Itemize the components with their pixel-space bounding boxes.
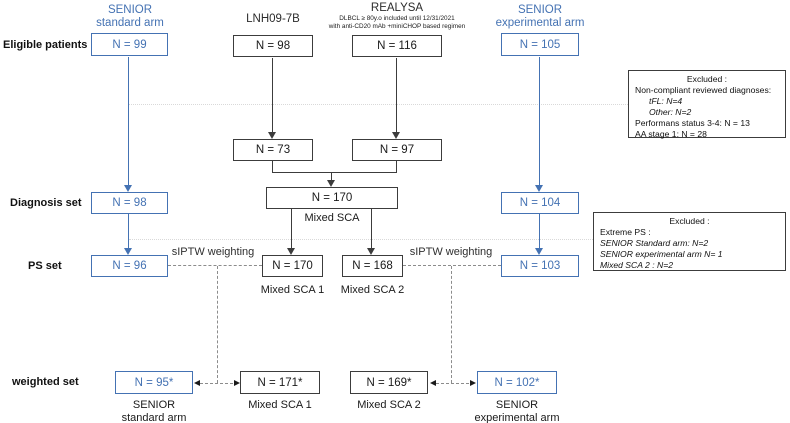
row-label-eligible: Eligible patients: [3, 39, 88, 51]
arrow-down-icon: [124, 248, 132, 255]
excluded-line: SENIOR Standard arm: N=2: [600, 238, 709, 248]
row-label-diagnosis: Diagnosis set: [10, 197, 82, 209]
exclusion-dotted-line-bottom: [129, 239, 593, 240]
flow-line: [128, 214, 129, 248]
label-line: SENIOR: [495, 399, 539, 411]
excluded-title: Excluded :: [686, 74, 728, 84]
label-line: experimental arm: [474, 411, 560, 423]
realysa-subtitle: with anti-CD20 mAb +miniCHOP based regim…: [328, 22, 466, 30]
excluded-line: Extreme PS :: [600, 227, 651, 237]
flow-line: [272, 58, 273, 132]
siptw-dashed-line: [168, 265, 262, 266]
arrow-down-icon: [287, 248, 295, 255]
box-eligible-standard: N = 99: [91, 33, 168, 56]
flow-line: [128, 57, 129, 185]
excluded-line: SENIOR experimental arm N= 1: [600, 249, 723, 259]
arrow-left-icon: [194, 380, 200, 386]
arrow-down-icon: [535, 185, 543, 192]
box-eligible-realysa: N = 116: [352, 35, 442, 57]
siptw-dashed-line: [403, 265, 501, 266]
excluded-line: AA stage 1: N = 28: [635, 129, 707, 139]
header-line: SENIOR: [517, 4, 563, 16]
flow-line: [539, 57, 540, 185]
box-ps-mixed-sca-1: N = 170: [262, 255, 323, 277]
flow-line: [396, 58, 397, 132]
row-label-ps: PS set: [28, 260, 62, 272]
box-reviewed-realysa: N = 97: [352, 139, 442, 161]
excluded-box-diagnosis: Excluded : Non-compliant reviewed diagno…: [628, 70, 786, 139]
header-line: experimental arm: [495, 17, 585, 29]
box-weighted-mixed-sca-2: N = 169*: [350, 371, 428, 394]
flow-line: [272, 172, 397, 173]
flow-line: [539, 214, 540, 248]
arrow-down-icon: [327, 180, 335, 187]
flow-line: [272, 161, 273, 173]
excluded-line: Performans status 3-4: N = 13: [635, 118, 750, 128]
label-mixed-sca: Mixed SCA: [304, 212, 360, 224]
box-weighted-experimental: N = 102*: [477, 371, 557, 394]
label-line: standard arm: [121, 411, 187, 423]
realysa-title: REALYSA: [370, 2, 424, 14]
arrow-left-icon: [430, 380, 436, 386]
box-eligible-experimental: N = 105: [501, 33, 579, 56]
excluded-box-ps: Excluded : Extreme PS : SENIOR Standard …: [593, 212, 786, 271]
label-ps-mixed-sca-2: Mixed SCA 2: [340, 284, 405, 296]
box-ps-experimental: N = 103: [501, 255, 579, 277]
label-siptw-right: sIPTW weighting: [409, 246, 493, 258]
excluded-line: Other: N=2: [649, 107, 692, 117]
box-eligible-lnh: N = 98: [233, 35, 313, 57]
arrow-right-icon: [234, 380, 240, 386]
siptw-dashed-line: [451, 266, 452, 383]
flow-line: [291, 209, 292, 249]
box-weighted-standard: N = 95*: [115, 371, 193, 394]
excluded-line: Mixed SCA 2 : N=2: [600, 260, 673, 270]
header-senior-experimental: SENIOR experimental arm: [490, 4, 590, 30]
siptw-dashed-line: [217, 266, 218, 383]
flow-line: [331, 173, 332, 181]
box-reviewed-lnh: N = 73: [233, 139, 313, 161]
header-lnh: LNH09-7B: [246, 13, 300, 25]
label-siptw-left: sIPTW weighting: [171, 246, 255, 258]
arrow-down-icon: [392, 132, 400, 139]
box-diagnosis-standard: N = 98: [91, 192, 168, 214]
header-line: standard arm: [96, 17, 164, 29]
arrow-down-icon: [124, 185, 132, 192]
box-diagnosis-experimental: N = 104: [501, 192, 579, 214]
box-mixed-sca: N = 170: [266, 187, 398, 209]
box-ps-standard: N = 96: [91, 255, 168, 277]
exclusion-dotted-line-top: [129, 104, 628, 105]
arrow-down-icon: [268, 132, 276, 139]
flow-line: [396, 161, 397, 173]
excluded-title: Excluded :: [669, 216, 710, 226]
excluded-line: tFL: N=4: [649, 96, 683, 106]
realysa-subtitle: DLBCL ≥ 80y.o included until 12/31/2021: [339, 15, 455, 22]
siptw-dashed-line: [200, 383, 233, 384]
box-weighted-mixed-sca-1: N = 171*: [240, 371, 320, 394]
flow-line: [371, 209, 372, 249]
siptw-dashed-line: [436, 383, 469, 384]
label-weighted-mixed-sca-2: Mixed SCA 2: [357, 399, 421, 411]
label-line: SENIOR: [132, 399, 176, 411]
label-ps-mixed-sca-1: Mixed SCA 1: [260, 284, 325, 296]
label-weighted-experimental: SENIOR experimental arm: [462, 399, 572, 423]
label-weighted-standard: SENIOR standard arm: [104, 399, 204, 423]
header-line: SENIOR: [107, 4, 153, 16]
arrow-down-icon: [535, 248, 543, 255]
header-senior-standard: SENIOR standard arm: [80, 4, 180, 30]
header-realysa: REALYSA DLBCL ≥ 80y.o included until 12/…: [302, 2, 492, 30]
box-ps-mixed-sca-2: N = 168: [342, 255, 403, 277]
row-label-weighted: weighted set: [12, 376, 79, 388]
arrow-down-icon: [367, 248, 375, 255]
arrow-right-icon: [470, 380, 476, 386]
label-weighted-mixed-sca-1: Mixed SCA 1: [248, 399, 312, 411]
excluded-line: Non-compliant reviewed diagnoses:: [635, 85, 772, 95]
